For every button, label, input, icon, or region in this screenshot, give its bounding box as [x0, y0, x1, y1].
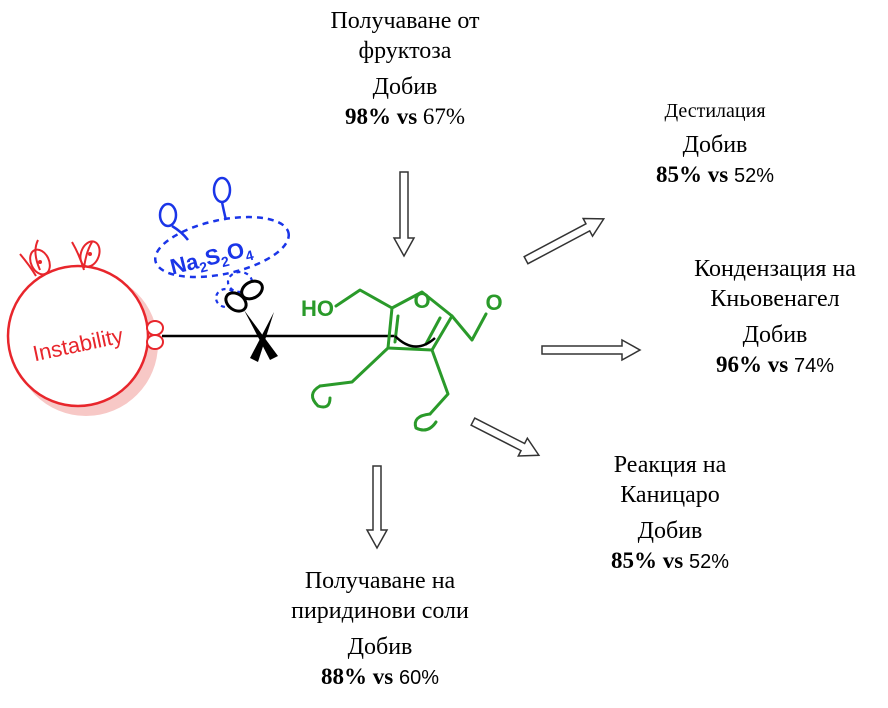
yield-new: 88% — [321, 664, 367, 689]
node-title-line: пиридинови соли — [291, 598, 469, 624]
instability-sphere: Instability — [6, 239, 164, 416]
node-title-line: Дестилация — [664, 100, 766, 122]
arrow-down-icon — [392, 171, 416, 258]
yield-old: 52% — [733, 165, 774, 187]
yield-label: Добив — [742, 322, 808, 348]
yield-result: 98% vs 67% — [260, 102, 550, 132]
node-title-line: Реакция на — [613, 452, 727, 478]
yield-result: 85% vs 52% — [600, 160, 830, 191]
yield-label: Добив — [637, 518, 703, 544]
node-title-line: Каницаро — [620, 482, 720, 508]
yield-new: 98% — [344, 104, 391, 129]
vs-label: vs — [372, 664, 394, 689]
scissors-icon — [224, 279, 278, 362]
yield-result: 88% vs 60% — [240, 662, 520, 693]
yield-old: 74% — [793, 355, 834, 377]
yield-new: 85% — [611, 548, 657, 573]
yield-label: Добив — [372, 74, 438, 100]
arrow-down-icon — [365, 465, 389, 550]
vs-label: vs — [396, 104, 418, 129]
yield-result: 85% vs 52% — [570, 546, 770, 577]
vs-label: vs — [662, 548, 684, 573]
node-distillation: Дестилация Добив 85% vs 52% — [600, 98, 830, 191]
node-title-line: фруктоза — [358, 38, 452, 64]
vs-label: vs — [707, 162, 729, 187]
instability-feelers — [19, 239, 101, 277]
reagent-bubble: Na2S2O4 — [153, 176, 291, 309]
yield-label: Добив — [682, 132, 748, 158]
yield-new: 85% — [656, 162, 702, 187]
yield-new: 96% — [716, 352, 762, 377]
instability-circle — [6, 264, 150, 408]
node-knoevenagel: Кондензация на Кньовенагел Добив 96% vs … — [670, 254, 880, 381]
node-title-line: Получаване на — [304, 568, 456, 594]
arrow-right-icon — [523, 217, 606, 265]
node-cannizzaro: Реакция на Каницаро Добив 85% vs 52% — [570, 450, 770, 577]
molecule-ring-o: O — [413, 288, 430, 313]
yield-label: Добив — [347, 634, 413, 660]
node-fructose: Получаване от фруктоза Добив 98% vs 67% — [260, 6, 550, 132]
molecule-aldehyde-o: O — [485, 290, 502, 315]
node-title-line: Получаване от — [330, 8, 480, 34]
yield-old: 67% — [422, 104, 466, 129]
yield-old: 60% — [398, 667, 439, 689]
yield-result: 96% vs 74% — [670, 350, 880, 381]
node-title-line: Кньовенагел — [710, 286, 840, 312]
molecule — [311, 288, 488, 432]
arrow-right-icon — [470, 417, 541, 457]
reagent-formula: Na2S2O4 — [168, 235, 256, 282]
node-pyridinium: Получаване на пиридинови соли Добив 88% … — [240, 566, 520, 693]
node-title-line: Кондензация на — [694, 256, 856, 282]
arrow-right-icon — [541, 338, 642, 362]
molecule-ho: HO — [301, 296, 334, 321]
yield-old: 52% — [688, 551, 729, 573]
vs-label: vs — [767, 352, 789, 377]
